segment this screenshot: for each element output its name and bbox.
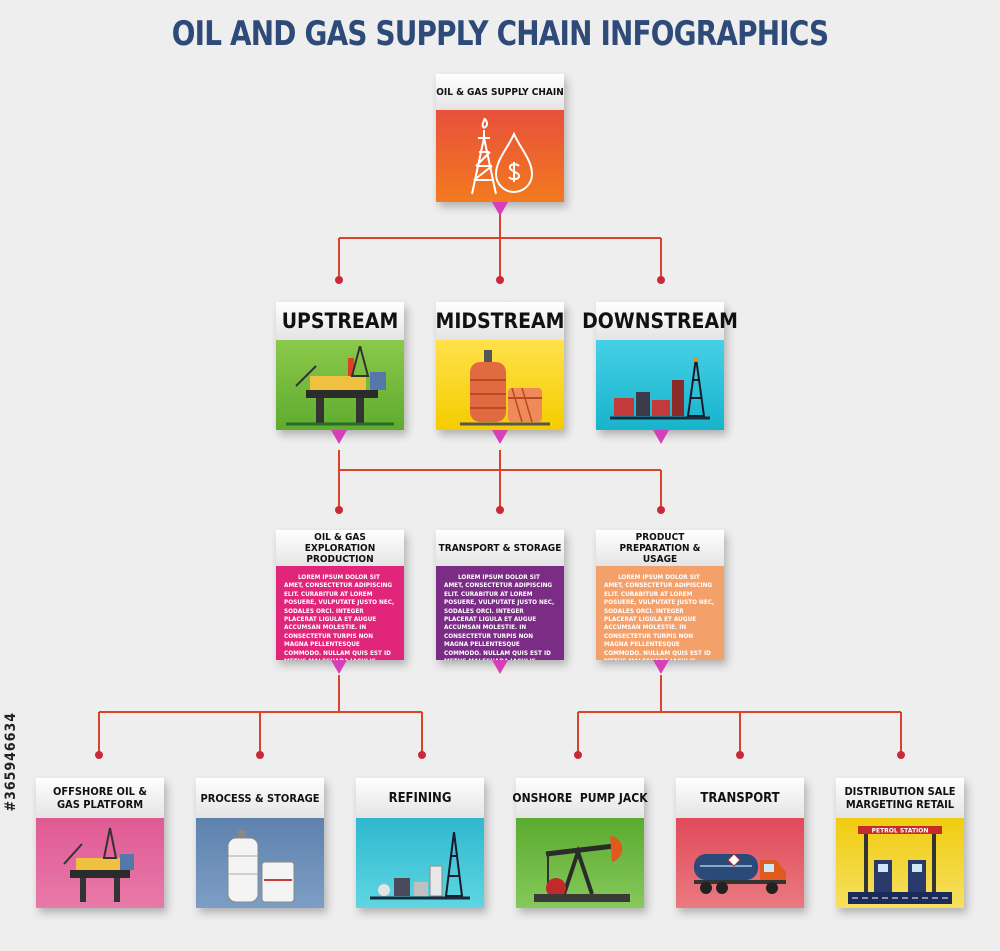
refinery-icon <box>370 832 470 902</box>
root-card-label: OIL & GAS SUPPLY CHAIN <box>436 74 564 110</box>
root-card-body <box>436 110 564 202</box>
transport-storage-body: Lorem ipsum dolor sit amet, consectetur … <box>436 566 564 660</box>
downstream-body <box>596 340 724 430</box>
pump-jack-label: ONSHORE PUMP JACK <box>516 778 644 818</box>
upstream-pointer <box>331 430 347 444</box>
transport-storage-label: TRANSPORT & STORAGE <box>436 530 564 566</box>
stock-watermark-id: #365946634 <box>3 712 19 811</box>
transport-card: TRANSPORT <box>676 778 804 908</box>
root-pointer <box>492 202 508 216</box>
offshore-body <box>36 818 164 908</box>
product-text: Lorem ipsum dolor sit amet, consectetur … <box>596 566 724 660</box>
midstream-pointer <box>492 430 508 444</box>
midstream-label: MIDSTREAM <box>436 302 564 340</box>
exploration-body: Lorem ipsum dolor sit amet, consectetur … <box>276 566 404 660</box>
refining-card: REFINING <box>356 778 484 908</box>
refinery-icon <box>610 358 710 420</box>
midstream-body <box>436 340 564 430</box>
transport-label: TRANSPORT <box>676 778 804 818</box>
pump-jack-body <box>516 818 644 908</box>
midstream-card: MIDSTREAM <box>436 302 564 430</box>
product-card: PRODUCT PREPARATION & USAGE Lorem ipsum … <box>596 530 724 660</box>
storage-tank-icon <box>460 350 550 426</box>
tanker-truck-icon <box>690 846 790 896</box>
product-pointer <box>653 660 669 674</box>
petrol-station-icon: PETROL STATION <box>848 826 952 906</box>
upstream-card: UPSTREAM <box>276 302 404 430</box>
oil-rig-dollar-drop-icon <box>464 118 536 198</box>
transport-body <box>676 818 804 908</box>
exploration-text: Lorem ipsum dolor sit amet, consectetur … <box>276 566 404 660</box>
downstream-label: DOWNSTREAM <box>596 302 724 340</box>
distribution-label: DISTRIBUTION SALE MARGETING RETAIL <box>836 778 964 818</box>
downstream-card: DOWNSTREAM <box>596 302 724 430</box>
storage-tank-icon <box>224 828 298 904</box>
transport-storage-pointer <box>492 660 508 674</box>
distribution-body: PETROL STATION <box>836 818 964 908</box>
process-storage-label: PROCESS & STORAGE <box>196 778 324 818</box>
offshore-label: OFFSHORE OIL & GAS PLATFORM <box>36 778 164 818</box>
root-card: OIL & GAS SUPPLY CHAIN <box>436 74 564 202</box>
exploration-label: OIL & GAS EXPLORATION PRODUCTION <box>276 530 404 566</box>
exploration-pointer <box>331 660 347 674</box>
product-body: Lorem ipsum dolor sit amet, consectetur … <box>596 566 724 660</box>
exploration-card: OIL & GAS EXPLORATION PRODUCTION Lorem i… <box>276 530 404 660</box>
pump-jack-card: ONSHORE PUMP JACK <box>516 778 644 908</box>
transport-storage-card: TRANSPORT & STORAGE Lorem ipsum dolor si… <box>436 530 564 660</box>
process-storage-card: PROCESS & STORAGE <box>196 778 324 908</box>
petrol-station-sign: PETROL STATION <box>872 828 929 835</box>
upstream-label: UPSTREAM <box>276 302 404 340</box>
offshore-platform-icon <box>60 824 140 904</box>
distribution-card: DISTRIBUTION SALE MARGETING RETAIL PETRO… <box>836 778 964 908</box>
pump-jack-icon <box>534 828 630 904</box>
product-label: PRODUCT PREPARATION & USAGE <box>596 530 724 566</box>
refining-body <box>356 818 484 908</box>
refining-label: REFINING <box>356 778 484 818</box>
upstream-body <box>276 340 404 430</box>
transport-storage-text: Lorem ipsum dolor sit amet, consectetur … <box>436 566 564 660</box>
downstream-pointer <box>653 430 669 444</box>
offshore-card: OFFSHORE OIL & GAS PLATFORM <box>36 778 164 908</box>
process-storage-body <box>196 818 324 908</box>
offshore-platform-icon <box>286 346 394 426</box>
